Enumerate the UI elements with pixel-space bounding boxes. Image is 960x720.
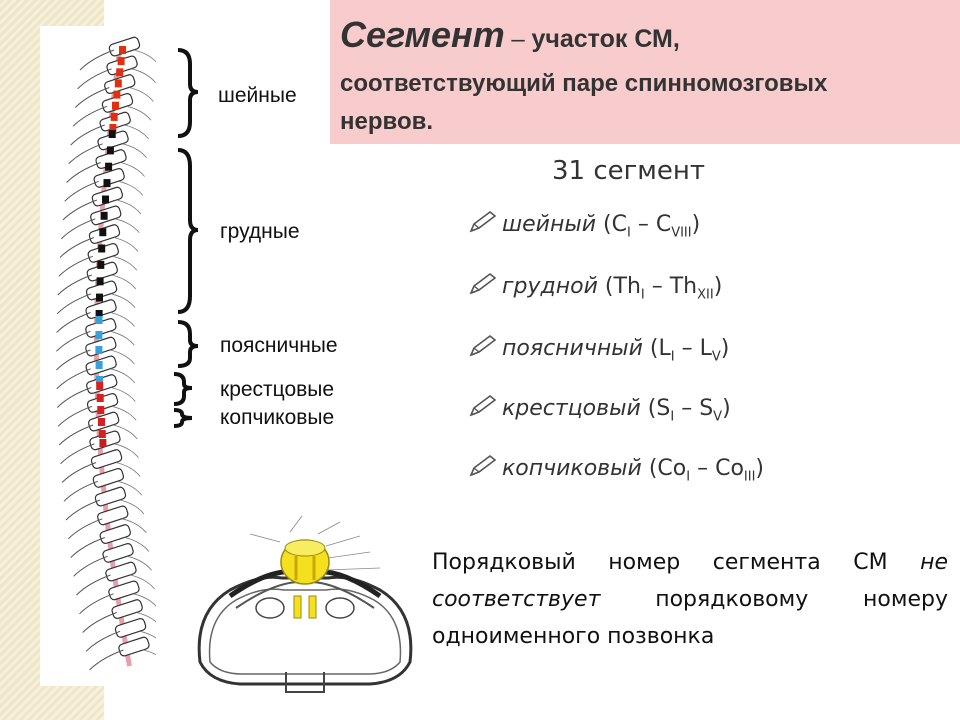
definition-line-3: нервов.: [340, 108, 434, 135]
pen-icon: [468, 394, 502, 424]
segment-first-letter: Co: [657, 456, 687, 481]
pen-icon: [468, 334, 502, 364]
segment-first-index: I: [686, 469, 691, 485]
definition-line-2: соответствующий паре спинномозговых: [340, 70, 828, 97]
segment-name: копчиковый: [502, 456, 642, 481]
note-text: Порядковый номер сегмента СМ не соответс…: [432, 544, 948, 655]
segment-last-index: VIII: [671, 225, 692, 241]
segment-first-index: I: [640, 287, 645, 303]
segment-item: копчиковый (CoI – CoIII): [468, 454, 764, 490]
pen-icon: [468, 210, 502, 240]
segment-last-letter: Th: [669, 274, 698, 299]
segments-title: 31 сегмент: [552, 156, 706, 186]
segment-item: крестцовый (SI – SV): [468, 394, 731, 430]
segment-name: шейный: [502, 212, 597, 237]
segment-item: грудной (ThI – ThXII): [468, 272, 722, 308]
segment-dash: –: [651, 274, 663, 299]
segment-first-index: I: [670, 349, 675, 365]
definition-line-1: Сегмент – участок СМ,: [340, 14, 680, 56]
region-label-sacral: крестцовые: [220, 378, 335, 401]
segment-first-index: I: [626, 225, 631, 241]
region-label-thoracic: грудные: [220, 220, 300, 243]
segment-last-letter: C: [655, 212, 672, 237]
segment-last-index: V: [713, 409, 723, 425]
bracket-sacral: [173, 372, 193, 406]
note-part-2: порядковому номеру одноименного позвонка: [432, 587, 948, 649]
segment-last-letter: L: [699, 336, 712, 361]
note-part-1: Порядковый номер сегмента СМ: [432, 550, 888, 575]
region-label-lumbar: поясничные: [220, 334, 338, 357]
definition-term: Сегмент: [340, 14, 505, 55]
bracket-cervical: [177, 48, 199, 138]
segment-last-index: XII: [697, 287, 714, 303]
region-brackets: [173, 48, 199, 428]
segment-close: ): [720, 336, 730, 361]
definition-text-1: участок СМ,: [531, 25, 680, 53]
segment-last-index: III: [743, 469, 756, 485]
definition-box: [330, 0, 960, 144]
region-label-cervical: шейные: [218, 84, 297, 107]
segment-name: поясничный: [502, 336, 643, 361]
segment-dash: –: [681, 396, 693, 421]
spinal-cord-cross-section: [197, 515, 413, 693]
pen-icon: [468, 454, 502, 484]
segment-last-letter: S: [699, 396, 714, 421]
bracket-coccygeal: [173, 408, 193, 428]
segment-item: поясничный (LI – LV): [468, 334, 729, 370]
segment-close: ): [691, 212, 701, 237]
segment-open: (: [604, 274, 614, 299]
segment-first-letter: S: [656, 396, 671, 421]
bracket-thoracic: [177, 148, 199, 314]
segment-open: (: [649, 336, 659, 361]
segment-first-letter: L: [658, 336, 671, 361]
segment-first-index: I: [670, 409, 675, 425]
segment-last-letter: Co: [715, 456, 744, 481]
segment-close: ): [722, 396, 731, 421]
segment-open: (: [648, 456, 658, 481]
pen-icon: [468, 272, 502, 302]
definition-dash: –: [511, 26, 525, 53]
segment-close: ): [713, 274, 723, 299]
region-label-coccygeal: копчиковые: [220, 406, 335, 429]
segment-dash: –: [637, 212, 649, 237]
note-emphasis: не соответствует: [432, 550, 948, 612]
bracket-lumbar: [177, 320, 199, 368]
segment-dash: –: [681, 336, 693, 361]
segment-name: грудной: [502, 274, 598, 299]
segment-open: (: [647, 396, 657, 421]
spine-illustration: [56, 36, 156, 671]
segment-item: шейный (CI – CVIII): [468, 210, 700, 246]
segment-first-letter: C: [611, 212, 627, 237]
segment-open: (: [603, 212, 612, 237]
segment-dash: –: [697, 456, 709, 481]
segment-last-index: V: [711, 349, 721, 365]
segment-first-letter: Th: [613, 274, 641, 299]
segment-name: крестцовый: [502, 396, 641, 421]
segment-close: ): [755, 456, 765, 481]
